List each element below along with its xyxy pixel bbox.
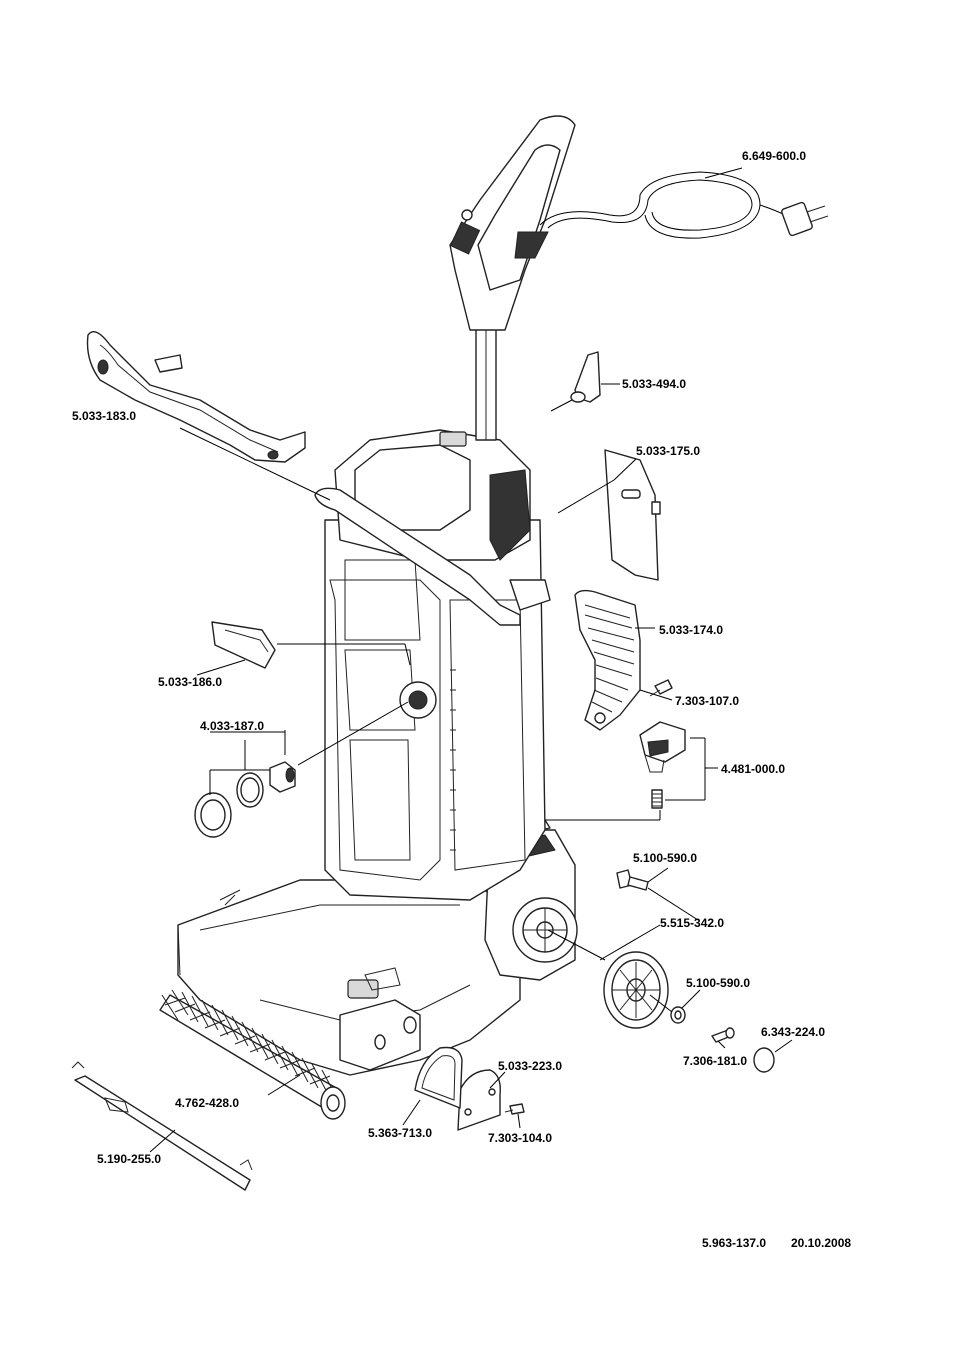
knob-set-part — [194, 761, 296, 838]
label-part-18: 7.303-104.0 — [488, 1131, 552, 1145]
squeegee-bar-part — [71, 1061, 253, 1191]
seal-part — [414, 1046, 463, 1109]
label-part-4: 5.033-175.0 — [636, 444, 700, 458]
label-part-8: 4.033-187.0 — [200, 719, 264, 733]
screw-7-306-181-part — [711, 1027, 735, 1043]
wheel-part — [603, 951, 669, 1029]
carry-handle-part — [86, 331, 306, 463]
label-part-5: 5.033-174.0 — [659, 623, 723, 637]
machine-body — [177, 115, 578, 1076]
screw-7-303-104-part — [504, 1103, 525, 1115]
label-part-13: 6.343-224.0 — [761, 1025, 825, 1039]
screw-7-303-107-part — [649, 679, 673, 697]
label-part-7: 7.303-107.0 — [675, 694, 739, 708]
label-part-1: 6.649-600.0 — [742, 149, 806, 163]
label-part-2: 5.033-494.0 — [622, 377, 686, 391]
label-part-15: 5.033-223.0 — [498, 1059, 562, 1073]
axle-part — [616, 869, 649, 891]
label-part-14: 7.306-181.0 — [683, 1054, 747, 1068]
latch-part — [639, 721, 686, 809]
label-part-10: 5.100-590.0 — [633, 851, 697, 865]
hub-cap-part — [753, 1047, 775, 1073]
brush-roller-part — [159, 989, 346, 1120]
leader-lines — [149, 167, 793, 1153]
side-plate-part — [457, 1069, 501, 1131]
label-part-12: 5.100-590.0 — [686, 976, 750, 990]
cord-hook-part — [570, 351, 601, 403]
power-cord-part — [539, 171, 829, 239]
label-part-11: 5.515-342.0 — [660, 916, 724, 930]
label-part-16: 4.762-428.0 — [175, 1096, 239, 1110]
label-part-6: 5.033-186.0 — [158, 675, 222, 689]
label-part-19: 5.190-255.0 — [97, 1152, 161, 1166]
label-part-9: 4.481-000.0 — [721, 762, 785, 776]
grille-part — [574, 589, 641, 731]
bushing-part — [670, 1006, 686, 1024]
filter-cover-part — [211, 621, 276, 669]
footer-doc-number: 5.963-137.0 — [702, 1236, 766, 1250]
label-part-3: 5.033-183.0 — [72, 409, 136, 423]
label-part-17: 5.363-713.0 — [368, 1126, 432, 1140]
footer-date: 20.10.2008 — [791, 1236, 851, 1250]
part-labels: 6.649-600.0 5.033-494.0 5.033-183.0 5.03… — [72, 149, 825, 1166]
rear-cover-part — [604, 449, 661, 581]
